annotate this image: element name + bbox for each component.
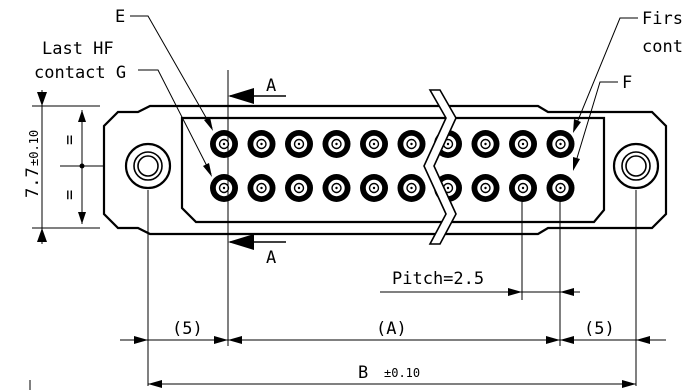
contact — [546, 174, 575, 202]
leader-e — [130, 15, 213, 131]
label-f: F — [622, 73, 632, 93]
label-first-1: Firs — [642, 9, 683, 29]
contact — [285, 174, 313, 202]
label-e: E — [115, 7, 125, 27]
label-last-hf-2: contact G — [34, 63, 126, 83]
equal-mark-top: = — [60, 135, 80, 145]
contact — [322, 130, 351, 158]
dim-b: B — [358, 363, 368, 383]
dim-center: (A) — [376, 319, 407, 339]
section-line-a — [227, 70, 286, 346]
insulator-body — [180, 116, 606, 224]
contact — [397, 130, 426, 158]
contact — [360, 174, 388, 202]
section-label-bottom: A — [266, 248, 276, 268]
height-dimension — [32, 90, 104, 244]
pitch-label: Pitch=2.5 — [392, 269, 484, 289]
break-symbol — [423, 89, 457, 245]
height-tolerance: ±0.10 — [27, 130, 41, 166]
contact — [397, 174, 426, 202]
leader-f — [573, 81, 618, 171]
contact — [322, 174, 351, 202]
contact-grid — [210, 130, 575, 202]
leader-first — [573, 17, 638, 133]
height-value: 7.7 — [23, 167, 43, 198]
contact — [210, 130, 238, 158]
contact — [509, 130, 537, 158]
section-label-top: A — [266, 76, 276, 96]
leader-last-hf — [138, 69, 212, 177]
label-last-hf-1: Last HF — [42, 39, 114, 59]
connector-flange — [102, 104, 668, 236]
contact — [509, 174, 537, 202]
contact — [247, 174, 276, 202]
dim-left: (5) — [172, 319, 203, 339]
contact — [471, 130, 500, 158]
mounting-hole-right — [612, 142, 660, 190]
contact — [360, 130, 388, 158]
contact — [247, 130, 276, 158]
bottom-dimensions — [29, 190, 666, 390]
equal-mark-bottom: = — [60, 190, 80, 200]
contact — [210, 174, 238, 202]
contact — [285, 130, 313, 158]
contact — [471, 174, 500, 202]
dim-b-tolerance: ±0.10 — [384, 366, 420, 380]
label-first-2: cont — [642, 37, 683, 57]
mounting-hole-left — [124, 142, 172, 190]
contact — [546, 130, 575, 158]
dim-right: (5) — [584, 319, 615, 339]
pitch-dimension — [380, 196, 580, 346]
